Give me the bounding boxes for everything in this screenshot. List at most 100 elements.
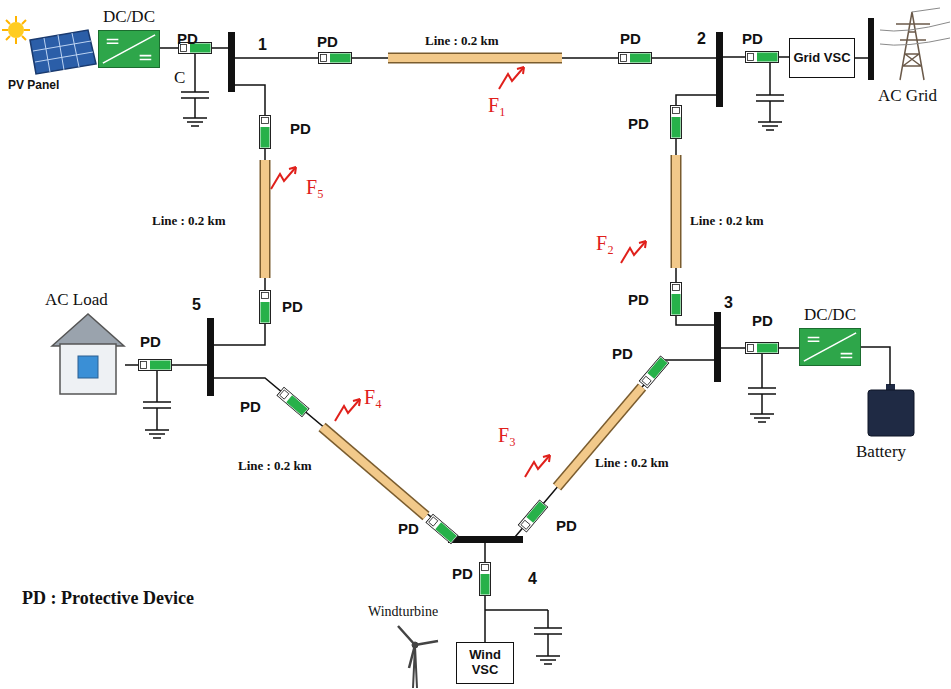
protective-device	[426, 514, 458, 544]
device-label: PD	[612, 345, 633, 362]
bus-number: 3	[724, 294, 733, 312]
device-label: PD	[556, 517, 577, 534]
fault-bolt	[525, 455, 550, 477]
line-length-label: Line : 0.2 km	[690, 213, 764, 229]
line-segment	[557, 387, 642, 487]
dc-wiring	[125, 48, 890, 660]
wind-turbine-icon	[398, 626, 438, 688]
pv-panel	[2, 16, 96, 74]
device-label: PD	[317, 33, 338, 50]
bus-bar	[714, 312, 721, 382]
bus-bar	[448, 536, 523, 543]
box-text: Grid VSC	[793, 51, 850, 66]
sun	[8, 22, 24, 38]
protective-device	[260, 291, 271, 324]
converter-marks	[804, 333, 856, 361]
fault-label: F₂	[596, 232, 614, 255]
dc-dc-converter: DC/DC	[799, 328, 861, 366]
line-segment-edge	[388, 53, 562, 64]
bus-bar	[207, 318, 214, 396]
turbine-hub	[412, 642, 418, 648]
protective-device	[319, 53, 352, 64]
device-label: PD	[628, 115, 649, 132]
converter-box: Wind VSC	[456, 642, 514, 684]
line-length-label: Line : 0.2 km	[238, 458, 312, 474]
device-label: PD	[742, 30, 763, 47]
capacitor-symbol	[756, 63, 784, 130]
protective-device	[139, 360, 172, 371]
protective-device	[639, 356, 669, 388]
fault-bolt	[621, 241, 646, 263]
fault-bolt	[499, 67, 524, 89]
converter-marks	[103, 35, 155, 63]
battery-body	[868, 390, 914, 436]
line-segment	[672, 155, 680, 268]
device-label: PD	[398, 520, 419, 537]
fault-bolt	[335, 399, 360, 421]
bus-bar	[228, 32, 235, 92]
bus-bar	[716, 32, 723, 107]
bus-number: 4	[528, 570, 537, 588]
protective-device	[746, 343, 779, 354]
box-text: Wind VSC	[460, 648, 510, 678]
fault-label: F₃	[498, 424, 516, 447]
line-segment-edge	[671, 155, 682, 268]
bus-number: 1	[258, 36, 267, 54]
line-segment-edge	[260, 160, 271, 278]
fault-label: F₅	[306, 176, 324, 199]
ac-bus-bar	[868, 18, 874, 80]
device-label: PD	[240, 398, 261, 415]
fault-label: F₄	[364, 386, 382, 409]
device-label: PD	[140, 333, 161, 350]
converter-symbol	[99, 31, 159, 67]
component-label: AC Grid	[878, 86, 937, 106]
protective-device	[671, 283, 682, 316]
capacitor-symbol	[181, 54, 209, 126]
converter-symbol	[800, 329, 860, 365]
device-label: PD	[452, 565, 473, 582]
protective-device	[746, 52, 779, 63]
device-label: PD	[282, 298, 303, 315]
fault-bolt	[271, 167, 296, 189]
line-segment	[388, 54, 562, 62]
protective-device	[260, 116, 271, 149]
dc-dc-converter: DC/DC	[98, 30, 160, 68]
device-label: PD	[628, 291, 649, 308]
device-label: PD	[620, 30, 641, 47]
converter-heading: DC/DC	[103, 7, 155, 27]
fault-label: F₁	[488, 94, 506, 117]
capacitor-symbol	[143, 371, 171, 438]
component-label: Windturbine	[368, 604, 438, 620]
line-length-label: Line : 0.2 km	[425, 33, 499, 49]
house-icon	[52, 314, 124, 394]
line-segment	[322, 427, 426, 516]
protective-device	[480, 563, 491, 596]
line-length-label: Line : 0.2 km	[595, 455, 669, 471]
protective-device	[671, 106, 682, 139]
protective-device	[277, 387, 309, 417]
house-wall	[60, 344, 116, 394]
device-label: PD	[177, 30, 198, 47]
converter-heading: DC/DC	[804, 305, 856, 325]
grid-wires	[880, 8, 950, 45]
sun-rays	[2, 16, 30, 44]
house-window	[78, 356, 98, 378]
bus-number: 5	[192, 296, 201, 314]
pylon-frame	[896, 12, 930, 80]
battery-icon	[868, 384, 914, 436]
capacitor-symbol	[534, 610, 562, 664]
house-roof	[52, 314, 124, 346]
device-label: PD	[290, 120, 311, 137]
turbine-blades	[398, 626, 438, 668]
component-label: Battery	[856, 442, 906, 462]
panel-grid	[33, 33, 93, 72]
legend-note: PD : Protective Device	[22, 588, 194, 609]
generated-strokes	[139, 43, 785, 665]
capacitor-symbol	[748, 354, 776, 422]
component-label: C	[174, 68, 185, 88]
line-length-label: Line : 0.2 km	[152, 213, 226, 229]
component-label: AC Load	[45, 290, 108, 310]
device-label: PD	[752, 312, 773, 329]
ac-grid-pylon	[880, 8, 950, 80]
